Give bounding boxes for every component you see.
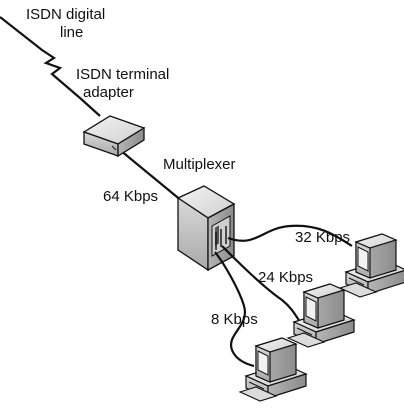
computer-icon xyxy=(239,337,307,402)
isdn-line-label-2: line xyxy=(60,24,84,41)
cable-8kbps xyxy=(214,251,255,368)
terminal-adapter-icon xyxy=(82,115,146,158)
cable-32kbps xyxy=(227,224,353,247)
rate-8-label: 8 Kbps xyxy=(211,311,258,328)
cable-24kbps xyxy=(221,245,301,323)
isdn-line xyxy=(0,16,101,117)
adapter-label-2: adapter xyxy=(83,84,134,101)
computer-icon xyxy=(287,283,355,348)
adapter-label-1: ISDN terminal xyxy=(76,66,170,83)
adapter-to-multiplexer-line xyxy=(119,149,189,207)
rate-24-label: 24 Kbps xyxy=(258,269,314,286)
rate-64-label: 64 Kbps xyxy=(103,188,159,205)
isdn-line-label-1: ISDN digital xyxy=(26,6,106,23)
multiplexer-icon xyxy=(176,185,236,272)
multiplexer-label: Multiplexer xyxy=(163,156,236,173)
rate-32-label: 32 Kbps xyxy=(295,229,351,246)
